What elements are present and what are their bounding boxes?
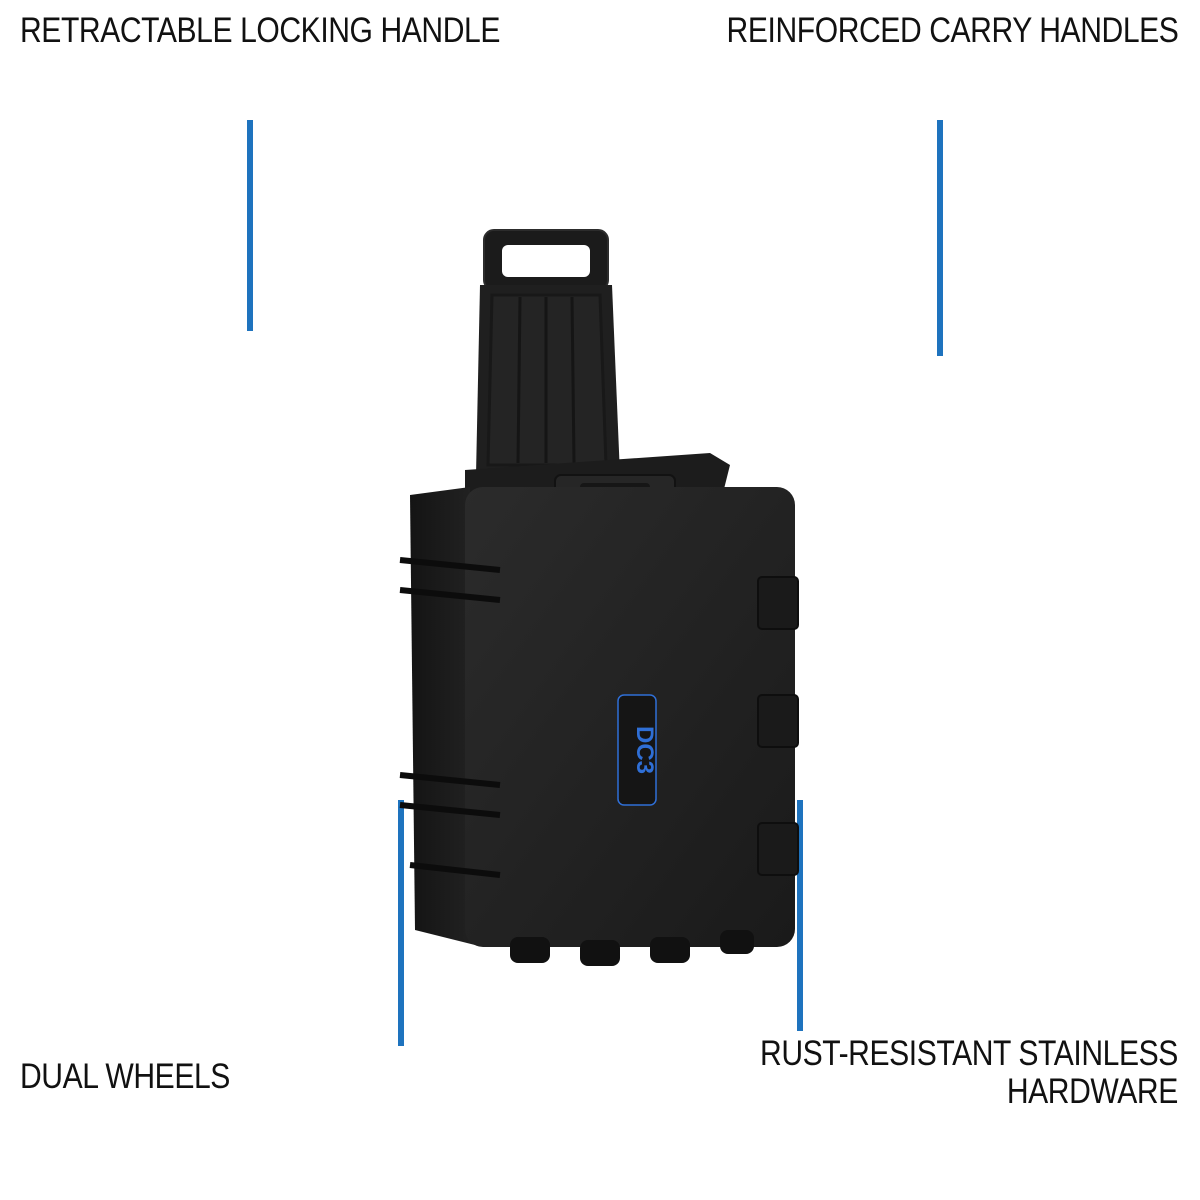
dc3-logo: DC3 xyxy=(617,694,658,806)
case-photo: DC3 xyxy=(399,229,799,966)
callout-carry-handles: REINFORCED CARRY HANDLES xyxy=(726,11,1178,50)
callout-hardware-line-1: RUST-RESISTANT STAINLESS xyxy=(760,1034,1178,1073)
leader-line-wheels xyxy=(398,800,404,1046)
case-wheels xyxy=(510,930,754,966)
trolley-handle xyxy=(476,229,620,475)
case-side xyxy=(410,487,475,945)
case-latches xyxy=(757,576,799,876)
callout-hardware-line-2: HARDWARE xyxy=(1006,1072,1178,1111)
callout-retractable-handle: RETRACTABLE LOCKING HANDLE xyxy=(20,11,501,50)
callout-stainless-hardware: RUST-RESISTANT STAINLESS HARDWARE xyxy=(760,1035,1178,1111)
callout-dual-wheels: DUAL WHEELS xyxy=(20,1057,230,1096)
leader-line-carry xyxy=(937,120,943,356)
case-side-ribs xyxy=(399,557,501,878)
leader-line-hardware xyxy=(797,800,803,1031)
leader-line-handle xyxy=(247,120,253,331)
logo-text: DC3 xyxy=(631,726,658,774)
